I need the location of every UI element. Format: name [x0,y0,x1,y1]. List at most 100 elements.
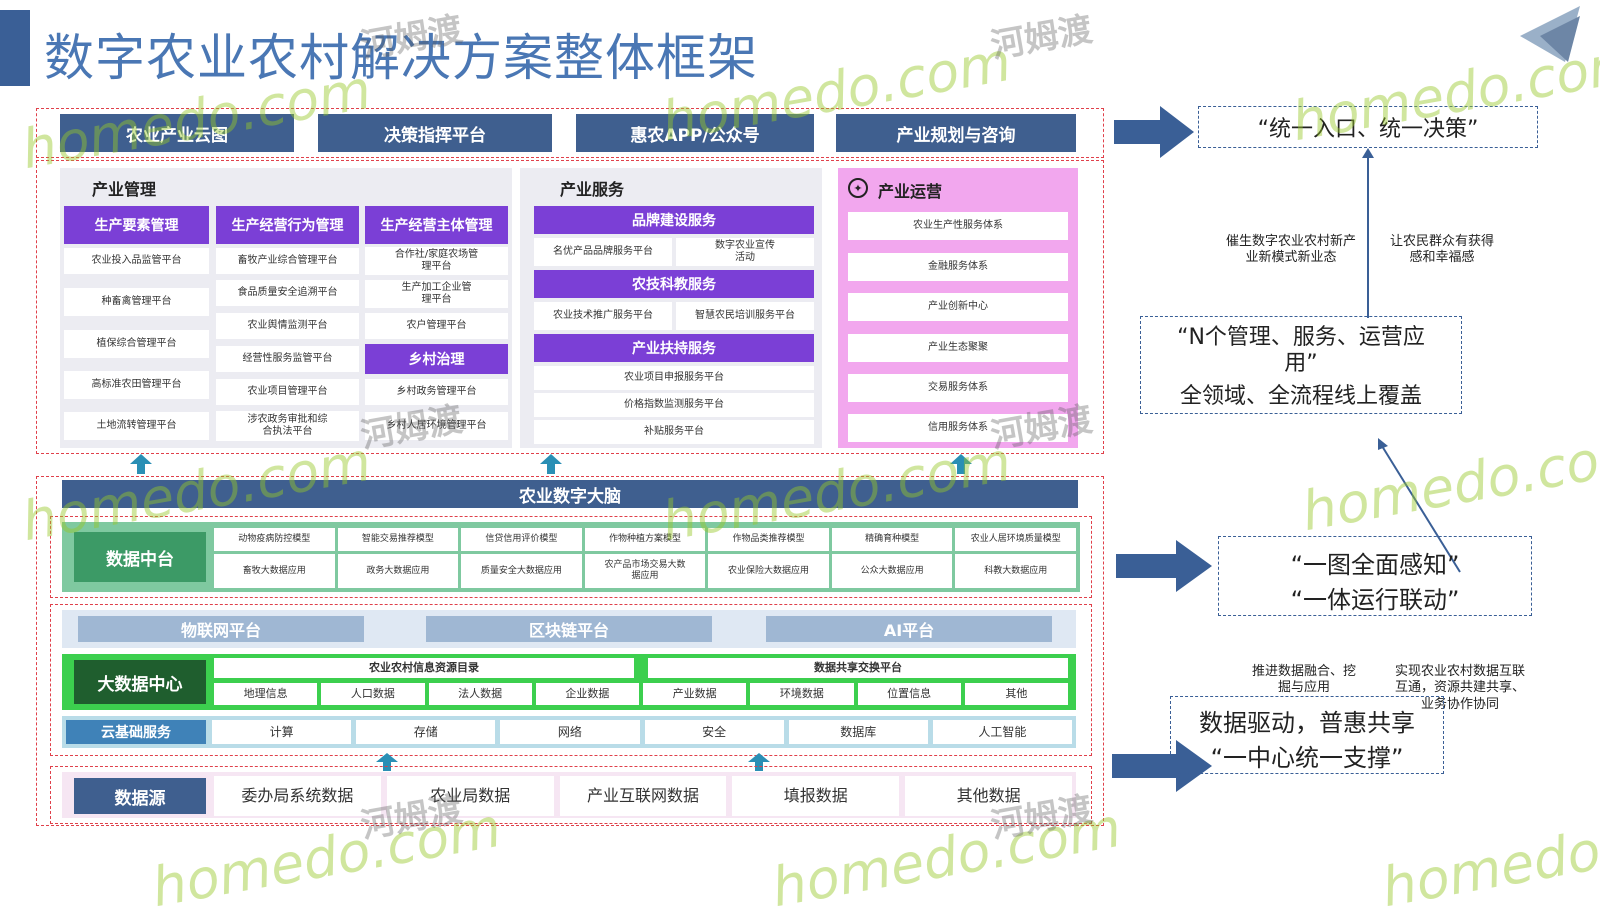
data-category[interactable]: 产业数据 [643,683,747,705]
operation-item[interactable]: 金融服务体系 [848,253,1068,281]
up-arrow-icon [130,454,152,478]
big-data-items: 地理信息 人口数据 法人数据 企业数据 产业数据 环境数据 位置信息 其他 [214,683,1068,705]
data-category[interactable]: 人口数据 [321,683,425,705]
data-source-item[interactable]: 农业局数据 [386,776,554,816]
service-item[interactable]: 价格指数监测服务平台 [534,393,814,417]
data-exchange-header[interactable]: 数据共享交换平台 [648,658,1068,678]
app-item[interactable]: 政务大数据应用 [337,554,459,588]
service-item[interactable]: 农业项目申报服务平台 [534,366,814,390]
compass-icon: ✦ [848,178,868,198]
data-source-label[interactable]: 数据源 [74,778,206,814]
operation-item[interactable]: 产业创新中心 [848,293,1068,321]
im-col0-item[interactable]: 种畜禽管理平台 [64,288,209,316]
data-category[interactable]: 法人数据 [428,683,532,705]
operation-item[interactable]: 农业生产性服务体系 [848,212,1068,240]
im-col1-item[interactable]: 涉农政务审批和综合执法平台 [216,411,359,441]
operation-item[interactable]: 信用服务体系 [848,414,1068,442]
industry-management-title: 产业管理 [92,180,157,199]
im-col0-item[interactable]: 植保综合管理平台 [64,330,209,358]
watermark-text: homedo.com [1377,795,1600,919]
agri-digital-brain[interactable]: 农业数字大脑 [62,480,1078,508]
im-col1-item[interactable]: 农业舆情监测平台 [216,313,359,339]
industry-operation-title: 产业运营 [878,182,943,201]
service-item[interactable]: 补贴服务平台 [534,420,814,444]
im-col0-header: 生产要素管理 [64,206,209,244]
model-item[interactable]: 精确育种模型 [831,528,953,552]
data-category[interactable]: 位置信息 [857,683,961,705]
model-item[interactable]: 动物疫病防控模型 [214,528,335,552]
cloud-item[interactable]: 存储 [356,720,496,744]
im-col0-item[interactable]: 土地流转管理平台 [64,412,209,440]
blockchain-platform[interactable]: 区块链平台 [426,616,712,642]
im-col1-item[interactable]: 农业项目管理平台 [216,379,359,405]
service-item[interactable]: 名优产品品牌服务平台 [534,238,672,266]
app-item[interactable]: 农产品市场交易大数据应用 [584,554,706,588]
service-item[interactable]: 农业技术推广服务平台 [534,302,672,330]
watermark-cn: 河姆渡 [987,9,1096,67]
data-source-item[interactable]: 产业互联网数据 [559,776,727,816]
data-category[interactable]: 其他 [964,683,1068,705]
rural-governance-item[interactable]: 乡村政务管理平台 [365,379,508,405]
cloud-label[interactable]: 云基础服务 [66,720,206,744]
cloud-item[interactable]: 人工智能 [932,720,1072,744]
service-group-header: 品牌建设服务 [534,206,814,234]
top-platform-3[interactable]: 产业规划与咨询 [836,114,1076,152]
big-data-center-label[interactable]: 大数据中心 [74,660,206,704]
application-section [36,160,1104,454]
top-platform-2[interactable]: 惠农APP/公众号 [576,114,814,152]
model-item[interactable]: 智能交易推荐模型 [337,528,459,552]
corner-logo-icon [1520,6,1580,62]
model-item[interactable]: 信贷信用评价模型 [461,528,582,552]
data-middle-platform-label[interactable]: 数据中台 [74,532,206,582]
data-source-item[interactable]: 委办局系统数据 [214,776,381,816]
up-arrow-icon [950,454,972,478]
im-col0-item[interactable]: 农业投入品监管平台 [64,248,209,274]
model-item[interactable]: 作物品类推荐模型 [708,528,829,552]
im-col2-header: 生产经营主体管理 [365,206,508,244]
app-item[interactable]: 质量安全大数据应用 [461,554,582,588]
resource-catalog-header[interactable]: 农业农村信息资源目录 [214,658,634,678]
im-col2-item[interactable]: 生产加工企业管理平台 [365,280,508,308]
im-col1-item[interactable]: 经营性服务监管平台 [216,346,359,372]
industry-services-title: 产业服务 [560,180,625,199]
model-item[interactable]: 作物种植方案模型 [584,528,706,552]
data-source-item[interactable]: 其他数据 [905,776,1072,816]
infrastructure-section [50,604,1092,756]
ai-platform[interactable]: AI平台 [766,616,1052,642]
top-platform-1[interactable]: 决策指挥平台 [318,114,552,152]
app-item[interactable]: 公众大数据应用 [831,554,953,588]
data-category[interactable]: 企业数据 [535,683,639,705]
app-item[interactable]: 畜牧大数据应用 [214,554,335,588]
service-item[interactable]: 数字农业宣传活动 [676,238,814,266]
data-category[interactable]: 地理信息 [214,683,318,705]
cloud-item[interactable]: 网络 [500,720,640,744]
im-col1-item[interactable]: 畜牧产业综合管理平台 [216,248,359,274]
note-data-fusion: 推进数据融合、挖掘与应用 [1251,664,1356,696]
operation-item[interactable]: 产业生态聚聚 [848,334,1068,362]
rural-governance-item[interactable]: 乡村人居环境管理平台 [365,412,508,440]
model-item[interactable]: 农业人居环境质量模型 [955,528,1076,552]
cloud-item[interactable]: 安全 [644,720,784,744]
note-farmer-happiness: 让农民群众有获得感和幸福感 [1390,234,1495,266]
app-item[interactable]: 科教大数据应用 [955,554,1076,588]
goal-box-one-map-line1: “一图全面感知” [1290,551,1460,579]
iot-platform[interactable]: 物联网平台 [78,616,364,642]
im-col2-item[interactable]: 农户管理平台 [365,313,508,339]
cloud-item[interactable]: 计算 [212,720,352,744]
top-platform-0[interactable]: 农业产业云图 [60,114,294,152]
operation-item[interactable]: 交易服务体系 [848,374,1068,402]
up-arrow-icon [376,753,398,775]
im-col1-item[interactable]: 食品质量安全追溯平台 [216,280,359,306]
data-category[interactable]: 环境数据 [750,683,854,705]
cloud-item[interactable]: 数据库 [788,720,928,744]
data-source-item[interactable]: 填报数据 [732,776,900,816]
goal-box-data-driven-line2: “一中心统一支撑” [1210,744,1404,772]
im-col0-item[interactable]: 高标准农田管理平台 [64,371,209,399]
goal-box-unified-entry: “统一入口、统一决策” [1198,106,1538,148]
goal-box-one-map-line2: “一体运行联动” [1290,586,1460,614]
service-item[interactable]: 智慧农民培训服务平台 [676,302,814,330]
app-item[interactable]: 农业保险大数据应用 [708,554,829,588]
im-col2-item[interactable]: 合作社/家庭农场管理平台 [365,247,508,275]
data-platform-section [50,516,1092,598]
rural-governance-header: 乡村治理 [365,344,508,374]
